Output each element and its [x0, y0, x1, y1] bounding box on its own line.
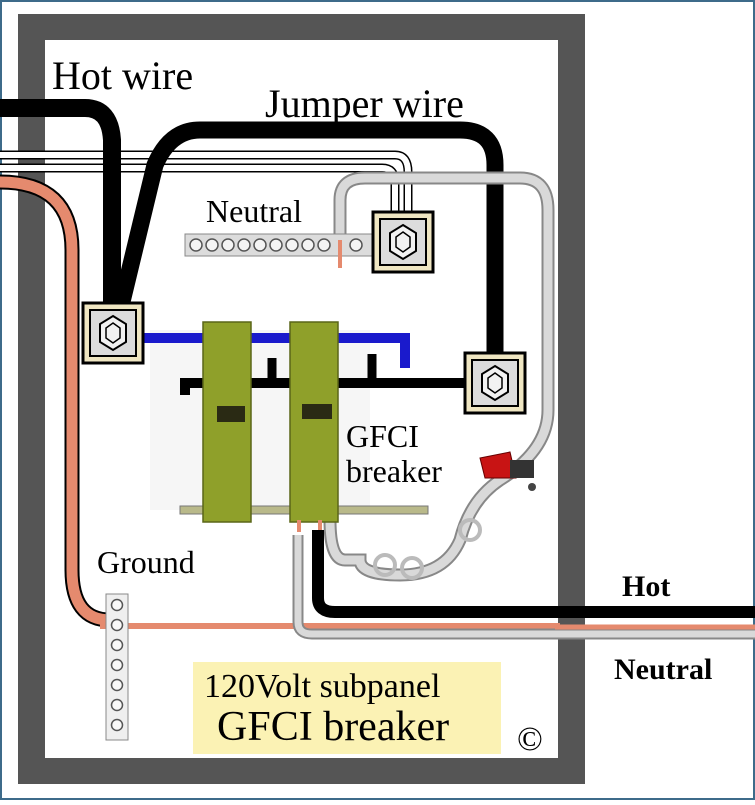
- breaker-left: [202, 321, 252, 523]
- caption-line2: GFCI breaker: [217, 704, 449, 750]
- hot-wire-label: Hot wire: [52, 53, 193, 98]
- jumper-wire: [111, 121, 504, 370]
- caption-box: [193, 662, 501, 754]
- copyright-icon: ©: [517, 721, 543, 758]
- terminal-neutral-main: [371, 210, 435, 274]
- hot-wire: [0, 99, 121, 310]
- ground-label: Ground: [97, 544, 195, 580]
- breaker-label: breaker: [346, 453, 442, 489]
- ground-bar: [105, 593, 129, 741]
- terminal-hot-jumper: [463, 351, 527, 415]
- pigtail-neutral-wire: [323, 171, 555, 582]
- neutral-out-label: Neutral: [614, 653, 712, 686]
- caption-line1: 120Volt subpanel: [204, 668, 440, 705]
- load-neutral-wire: [292, 535, 755, 640]
- bus-bar-black: [180, 354, 470, 395]
- gfci-breaker: [289, 321, 339, 532]
- red-test-button-icon: [479, 451, 536, 491]
- gfci-label: GFCI: [346, 418, 419, 454]
- ground-wire: [0, 174, 560, 629]
- hot-out-label: Hot: [622, 570, 670, 603]
- neutral-label: Neutral: [206, 193, 302, 229]
- jumper-wire-label: Jumper wire: [265, 81, 464, 126]
- load-hot-wire: [312, 530, 755, 618]
- terminal-hot-main: [81, 301, 145, 365]
